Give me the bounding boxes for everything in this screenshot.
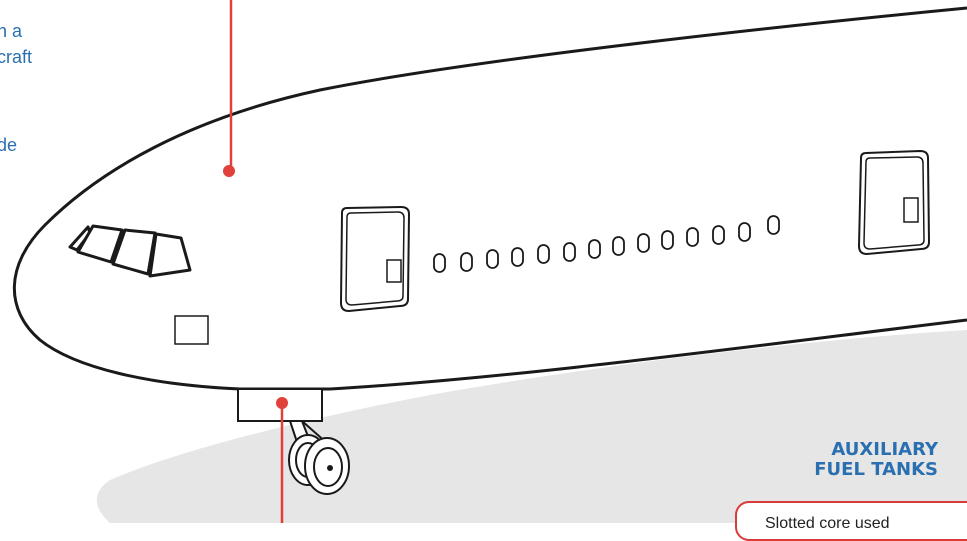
aux-fuel-tanks-box: Slotted core used	[735, 501, 967, 541]
aux-fuel-tanks-body: Slotted core used	[765, 515, 890, 533]
left-callout-text-1: n a	[0, 20, 22, 42]
left-callout-text-3: de	[0, 134, 17, 156]
aux-title-line-2: FUEL TANKS	[814, 460, 938, 480]
bottom-callout-dot	[276, 397, 288, 409]
fuselage-outline	[14, 8, 967, 389]
top-callout-dot	[223, 165, 235, 177]
aux-fuel-tanks-title: AUXILIARY FUEL TANKS	[814, 440, 938, 480]
aux-title-line-1: AUXILIARY	[814, 440, 938, 460]
left-callout-text-2: craft	[0, 46, 32, 68]
